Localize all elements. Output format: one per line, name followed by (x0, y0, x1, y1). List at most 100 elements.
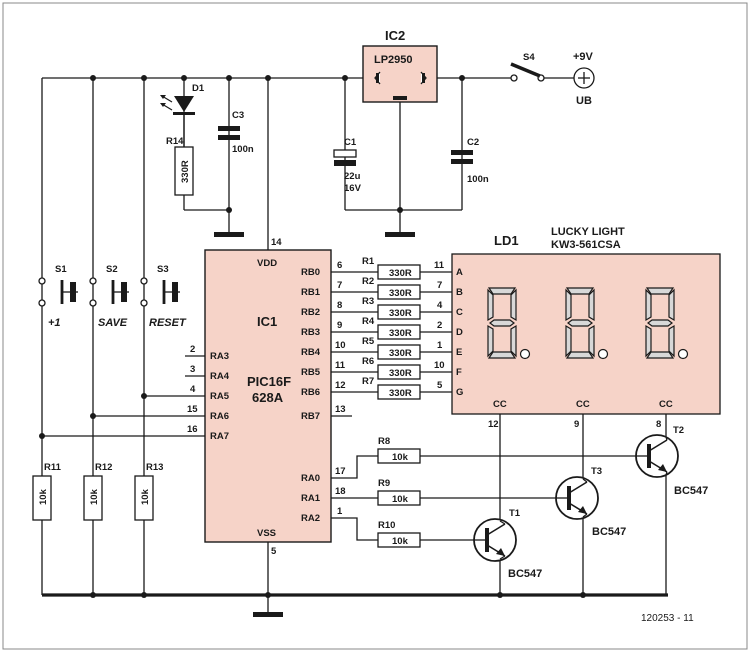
pin-num-17: 17 (335, 466, 346, 477)
regulator-ic2: IC2 LP2950 (362, 28, 438, 103)
pin-name-ra0: RA0 (301, 473, 320, 484)
display-pin-e: 1 (437, 340, 443, 351)
r7-value: 330R (389, 388, 412, 399)
led-ref: D1 (192, 83, 205, 94)
r7-ref: R7 (362, 376, 374, 387)
pin-name-ra2: RA2 (301, 513, 320, 524)
pin-num-6: 6 (337, 260, 342, 271)
mcu-part-line1: PIC16F (247, 374, 291, 389)
transistor-t3: T3 BC547 (554, 466, 626, 538)
switch-ref: S4 (523, 52, 535, 63)
c1-value: 22u (344, 171, 361, 182)
capacitor-c2: C2 100n (451, 137, 489, 185)
common-label-3: CC (659, 399, 673, 410)
c2-ref: C2 (467, 137, 479, 148)
r14-ref: R14 (166, 136, 184, 147)
led-d1: D1 (160, 83, 205, 115)
mcu-vss-label: VSS (257, 528, 276, 539)
common-pin-12: 12 (488, 419, 499, 430)
resistor-r13: 10k R13 (134, 462, 163, 521)
supply-name: UB (576, 95, 592, 107)
t1-ref: T1 (509, 508, 521, 519)
t1-part: BC547 (508, 568, 542, 580)
ground-symbol (253, 612, 283, 617)
supply-connector: +9V UB (573, 51, 595, 107)
segment-label-b: B (456, 287, 463, 298)
r12-value: 10k (89, 488, 100, 505)
pin-name-ra5: RA5 (210, 391, 230, 402)
r8-ref: R8 (378, 436, 390, 447)
s2-function: SAVE (98, 317, 128, 329)
r11-ref: R11 (44, 462, 62, 473)
r1-ref: R1 (362, 256, 375, 267)
junction-dots (39, 75, 586, 598)
pin-name-rb7: RB7 (301, 411, 320, 422)
resistor-r12: 10k R12 (83, 462, 112, 521)
display-pin-c: 4 (437, 300, 443, 311)
pin-name-rb2: RB2 (301, 307, 320, 318)
figure-number: 120253 - 11 (641, 613, 694, 624)
pin-name-rb4: RB4 (301, 347, 321, 358)
r3-ref: R3 (362, 296, 374, 307)
r6-ref: R6 (362, 356, 374, 367)
capacitor-c3: C3 100n (218, 110, 254, 155)
pin-num-13: 13 (335, 404, 346, 415)
common-label-2: CC (576, 399, 590, 410)
pin-name-rb5: RB5 (301, 367, 321, 378)
pin-name-ra1: RA1 (301, 493, 321, 504)
r5-value: 330R (389, 348, 412, 359)
pin-name-ra4: RA4 (210, 371, 230, 382)
pin-num-3: 3 (190, 364, 195, 375)
t3-ref: T3 (591, 466, 602, 477)
pin-num-12: 12 (335, 380, 346, 391)
ground-symbol (214, 232, 244, 237)
common-label-1: CC (493, 399, 507, 410)
r2-value: 330R (389, 288, 412, 299)
mcu-ic1: IC1 PIC16F 628A VDD 14 VSS 5 RA3 RA4 RA5… (187, 237, 346, 557)
r14-value: 330R (180, 160, 191, 183)
r11-value: 10k (38, 488, 49, 505)
switch-s3: S3 RESET (140, 264, 187, 329)
c3-value: 100n (232, 144, 254, 155)
resistor-r11: 10k R11 (32, 462, 62, 521)
c3-ref: C3 (232, 110, 244, 121)
pin-num-11: 11 (335, 360, 346, 371)
pin-name-ra6: RA6 (210, 411, 229, 422)
resistor-r14: 330R R14 (166, 136, 194, 196)
pin-num-10: 10 (335, 340, 346, 351)
transistor-t1: T1 BC547 (472, 508, 542, 580)
segment-label-c: C (456, 307, 463, 318)
segment-label-f: F (456, 367, 462, 378)
supply-switch-s4: S4 (510, 52, 545, 82)
mcu-part-line2: 628A (252, 390, 284, 405)
s2-ref: S2 (106, 264, 118, 275)
regulator-part: LP2950 (374, 54, 413, 66)
pin-num-16: 16 (187, 424, 198, 435)
common-pin-8: 8 (656, 419, 661, 430)
display-ref: LD1 (494, 233, 519, 248)
pin-num-8: 8 (337, 300, 342, 311)
t2-ref: T2 (673, 425, 684, 436)
display-pin-d: 2 (437, 320, 442, 331)
pin-name-rb1: RB1 (301, 287, 321, 298)
pin-num-15: 15 (187, 404, 198, 415)
regulator-ref: IC2 (385, 28, 405, 43)
r6-value: 330R (389, 368, 412, 379)
r2-ref: R2 (362, 276, 374, 287)
segment-label-d: D (456, 327, 463, 338)
t2-part: BC547 (674, 485, 708, 497)
pin-num-4: 4 (190, 384, 196, 395)
segment-label-e: E (456, 347, 462, 358)
r4-value: 330R (389, 328, 412, 339)
display-brand: LUCKY LIGHT (551, 226, 625, 238)
r10-value: 10k (392, 536, 409, 547)
base-resistors: 10k 10k 10k R8 R9 R10 (377, 436, 421, 548)
r3-value: 330R (389, 308, 412, 319)
r9-value: 10k (392, 494, 409, 505)
supply-voltage: +9V (573, 51, 594, 63)
display-pin-b: 7 (437, 280, 442, 291)
segment-label-g: G (456, 387, 463, 398)
pin-num-2: 2 (190, 344, 195, 355)
mcu-vdd-pin: 14 (271, 237, 282, 248)
